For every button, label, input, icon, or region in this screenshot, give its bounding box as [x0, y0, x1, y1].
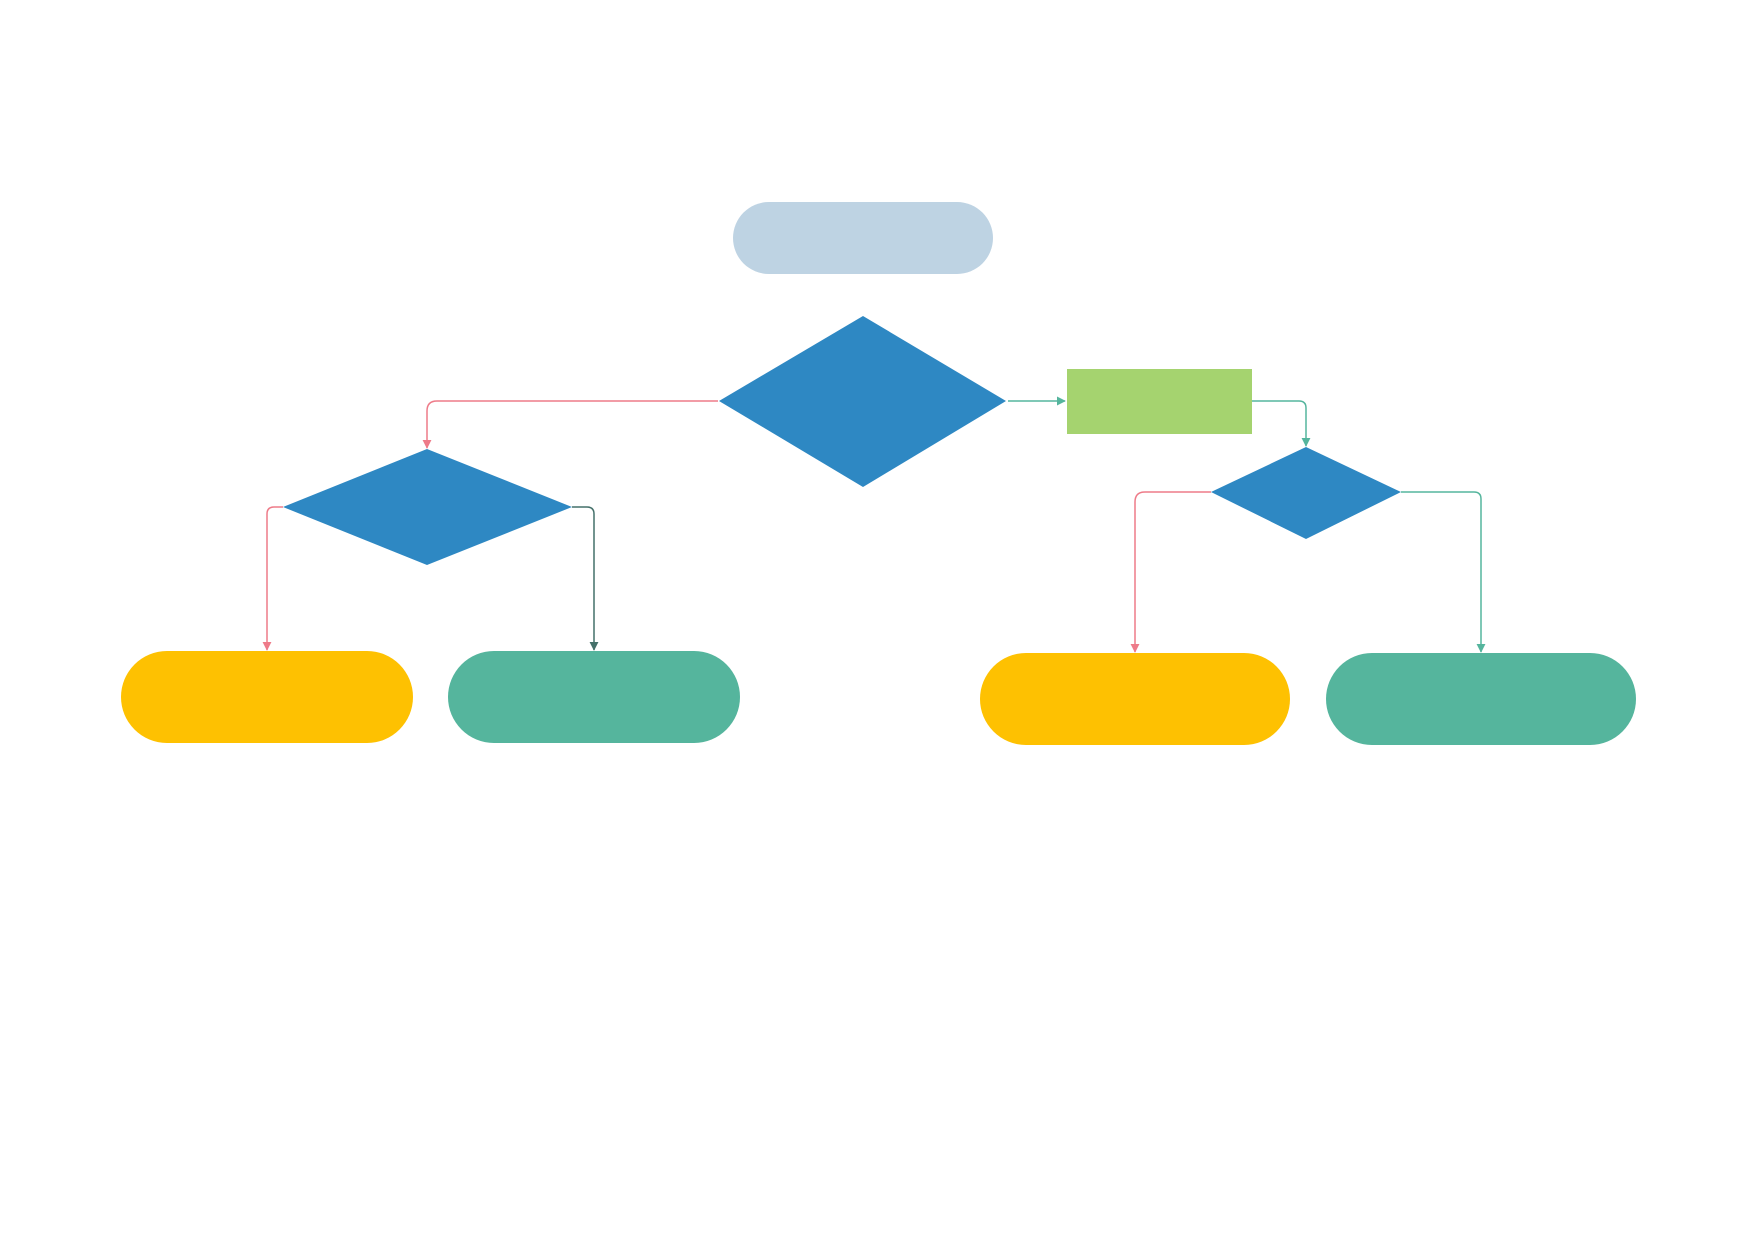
- outcome-right-yellow[interactable]: [980, 653, 1290, 745]
- connectors: [262, 396, 1486, 653]
- nodes: [121, 202, 1636, 745]
- edge-left-decision-to-yellow: [262, 506, 283, 651]
- outcome-left-yellow[interactable]: [121, 651, 413, 743]
- edge-main-to-left-decision: [422, 400, 718, 449]
- outcome-right-green[interactable]: [1326, 653, 1636, 745]
- edge-right-decision-to-green: [1401, 491, 1486, 653]
- start-terminal[interactable]: [733, 202, 993, 274]
- edge-process-to-right-decision: [1251, 400, 1311, 447]
- process-1-box[interactable]: [1067, 369, 1252, 434]
- decision-right-diamond[interactable]: [1211, 447, 1401, 539]
- outcome-left-green[interactable]: [448, 651, 740, 743]
- edge-right-decision-to-yellow: [1130, 491, 1211, 653]
- decision-main-diamond[interactable]: [719, 316, 1006, 487]
- decision-left-diamond[interactable]: [283, 449, 572, 565]
- edge-left-decision-to-green: [572, 506, 599, 651]
